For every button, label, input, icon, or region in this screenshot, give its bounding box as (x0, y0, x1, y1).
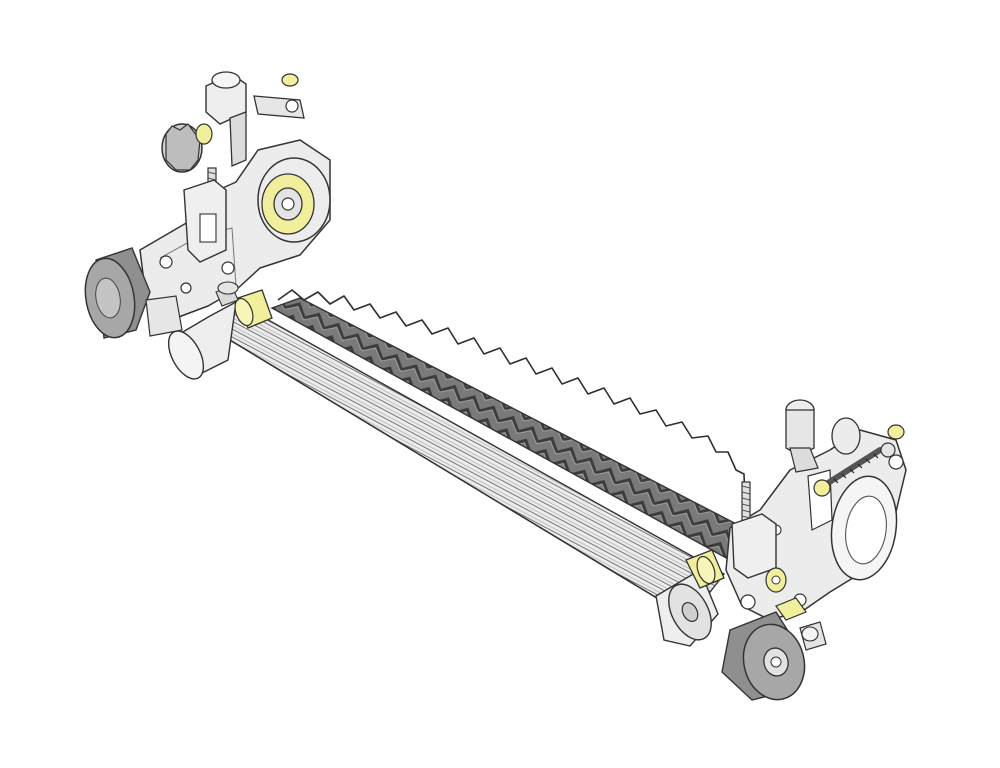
right-tension-spring-rod (813, 442, 896, 497)
right-brass-bushing (685, 549, 807, 621)
right-rear-roller-wheel (721, 611, 827, 701)
left-brass-bushing (215, 281, 273, 329)
right-threaded-stud (731, 481, 777, 579)
left-height-adjuster (205, 71, 305, 167)
roller-left-end-cap (167, 300, 237, 380)
left-rear-roller-wheel (84, 247, 183, 339)
grooved-front-roller (167, 300, 726, 647)
right-bearing-housing (830, 475, 898, 581)
groomer-comb-reel (270, 289, 747, 561)
right-height-adjuster (785, 399, 905, 473)
left-bearing-housing (257, 157, 331, 243)
left-threaded-stud (183, 167, 227, 263)
left-adjuster-knob (161, 123, 213, 173)
